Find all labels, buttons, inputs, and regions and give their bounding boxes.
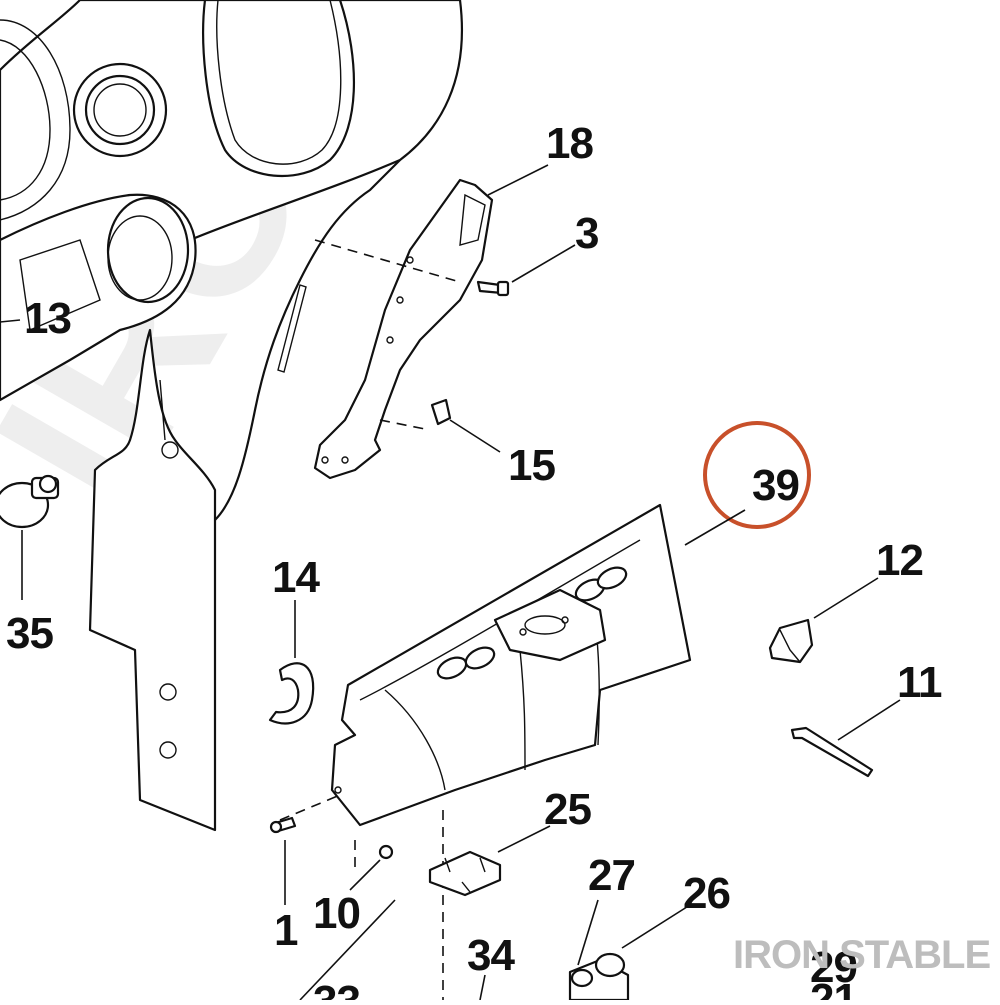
- part-12-clip: [768, 618, 814, 664]
- callout-11: 11: [897, 658, 942, 707]
- outer-fairing-edge: [214, 159, 401, 521]
- callout-1: 1: [274, 906, 298, 955]
- callout-34: 34: [467, 931, 515, 980]
- fairing-vent-slot: [277, 284, 307, 373]
- callout-33: 33: [313, 977, 360, 1000]
- leader-lines: [0, 164, 901, 1001]
- callout-29: 29: [810, 943, 857, 992]
- left-side-panel: [88, 328, 217, 832]
- callout-labels: 18 3 13 15 39 14 12 35 11 25 27 26 10 1 …: [6, 119, 943, 1005]
- part-3-screw: [476, 280, 510, 297]
- callout-3: 3: [575, 209, 598, 258]
- callout-27: 27: [588, 851, 635, 900]
- callout-35: 35: [6, 609, 53, 658]
- part-15-clip: [430, 398, 452, 426]
- assembly-line-bracket: [314, 239, 461, 283]
- callout-25: 25: [544, 785, 591, 834]
- callout-12: 12: [876, 536, 923, 585]
- part-39-switch-panel: [330, 503, 692, 827]
- part-26-switch: [594, 952, 626, 978]
- part-10-nut: [378, 844, 394, 860]
- assembly-line-screw-1: [279, 794, 341, 821]
- callout-26: 26: [683, 869, 730, 918]
- part-1-screw: [269, 816, 297, 834]
- part-25-bracket: [428, 850, 502, 897]
- part-18-bracket: [313, 178, 494, 480]
- assembly-line-clip: [379, 419, 431, 431]
- instrument-housing: [0, 193, 197, 402]
- callout-10: 10: [313, 889, 360, 938]
- callout-39: 39: [752, 461, 799, 510]
- callout-15: 15: [508, 441, 555, 490]
- part-35-bulb: [0, 474, 60, 529]
- brand-watermark: IRON STABLE: [733, 933, 990, 977]
- part-14-clamp: [268, 662, 315, 725]
- callout-39-highlight-ring: [703, 421, 811, 529]
- callout-21: 21: [810, 975, 857, 1000]
- part-11-cable-tie: [790, 726, 874, 778]
- callout-18: 18: [546, 119, 593, 168]
- callout-13: 13: [24, 294, 71, 343]
- callout-14: 14: [272, 553, 320, 602]
